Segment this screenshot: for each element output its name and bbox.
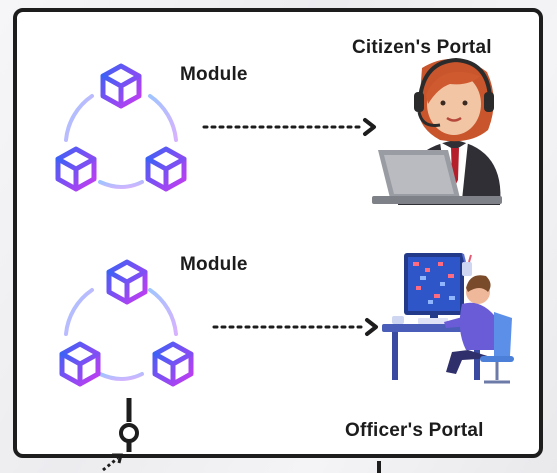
dotted-arrow-icon	[202, 118, 376, 136]
ring-arc-left	[64, 94, 94, 142]
customer-support-person-illustration	[372, 57, 502, 205]
small-arrow-icon	[102, 453, 123, 472]
officer-portal-label: Officer's Portal	[345, 420, 484, 441]
cube-icon	[148, 149, 184, 189]
top-module-cluster	[58, 66, 184, 189]
ring-arc-right	[148, 94, 178, 142]
bottom-module-label: Module	[180, 254, 248, 275]
ring-arc-right	[148, 288, 178, 336]
top-module-label: Module	[180, 64, 248, 85]
office-worker-desk-illustration	[382, 253, 514, 384]
dotted-arrow-icon	[212, 318, 378, 336]
connector-pin-icon	[119, 398, 139, 452]
cube-icon	[58, 149, 94, 189]
ring-arc-bottom	[98, 372, 144, 381]
cube-icon	[103, 66, 139, 106]
citizen-portal-label: Citizen's Portal	[352, 37, 492, 58]
cube-icon	[155, 344, 191, 384]
ring-arc-bottom	[98, 180, 144, 189]
ring-arc-left	[64, 288, 94, 336]
cube-icon	[62, 344, 98, 384]
bottom-module-cluster	[62, 262, 191, 384]
cube-icon	[109, 262, 145, 302]
